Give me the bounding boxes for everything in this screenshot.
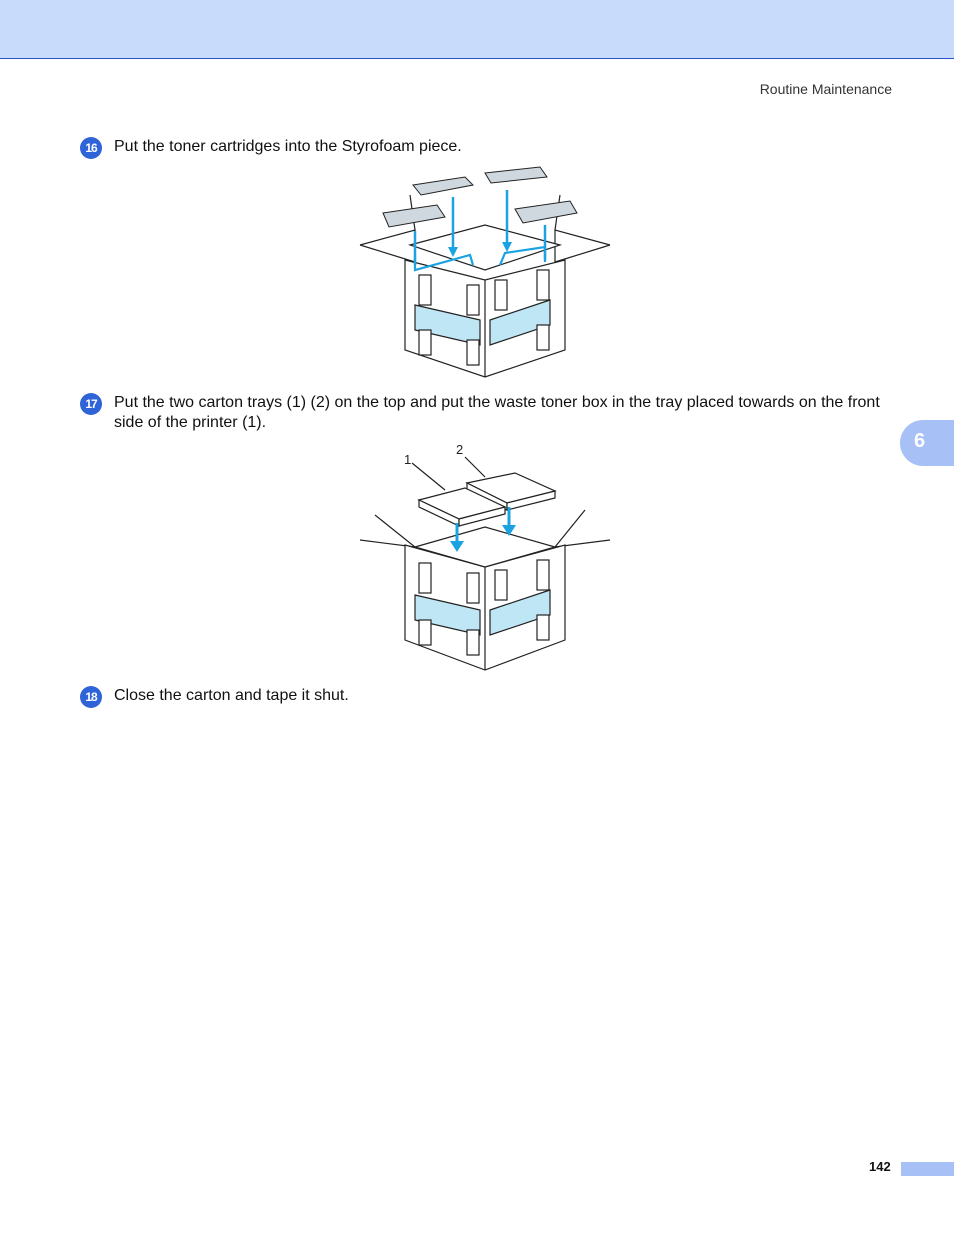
page-number-bar xyxy=(901,1162,954,1176)
step-number-badge: 17 xyxy=(80,393,102,415)
callout-1: 1 xyxy=(404,452,412,467)
carton-trays-figure xyxy=(359,456,611,671)
step-18: 18 Close the carton and tape it shut. xyxy=(80,686,900,708)
toner-cartridges-figure xyxy=(359,166,611,378)
step-text: Put the toner cartridges into the Styrof… xyxy=(114,138,462,155)
step-text: Close the carton and tape it shut. xyxy=(114,687,349,704)
callout-2: 2 xyxy=(456,442,464,457)
chapter-number: 6 xyxy=(914,430,926,452)
step-16: 16 Put the toner cartridges into the Sty… xyxy=(80,137,900,159)
chapter-tab[interactable]: 6 xyxy=(900,420,954,466)
section-title: Routine Maintenance xyxy=(759,81,892,97)
step-number-badge: 18 xyxy=(80,686,102,708)
step-text: Put the two carton trays (1) (2) on the … xyxy=(114,394,880,431)
step-17: 17 Put the two carton trays (1) (2) on t… xyxy=(80,393,900,433)
page-number: 142 xyxy=(869,1159,891,1174)
header-band xyxy=(0,0,954,59)
step-number-badge: 16 xyxy=(80,137,102,159)
